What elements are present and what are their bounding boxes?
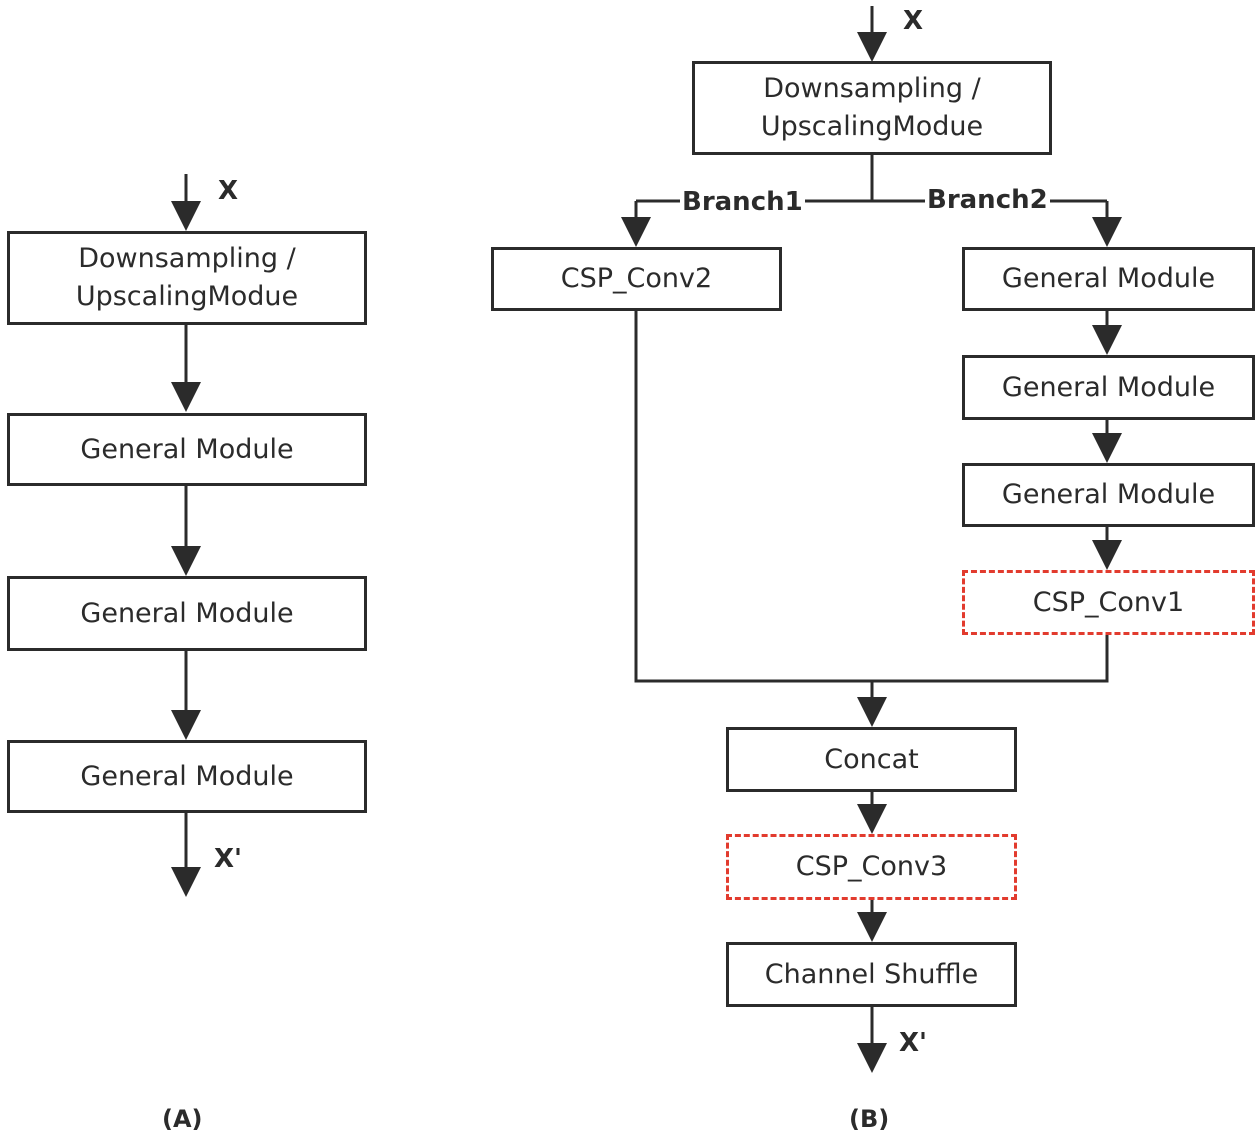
b-output-label: X' xyxy=(899,1028,928,1058)
b-csp-conv1-box: CSP_Conv1 xyxy=(962,570,1255,635)
b-concat-box: Concat xyxy=(726,727,1017,792)
a-output-label: X' xyxy=(214,844,243,874)
a-general-module-3: General Module xyxy=(7,740,367,813)
a-general-module-2: General Module xyxy=(7,576,367,651)
a-downsampling-line1: Downsampling / xyxy=(78,243,296,274)
a-downsampling-box: Downsampling / UpscalingModue xyxy=(7,231,367,325)
b-csp-conv3-box: CSP_Conv3 xyxy=(726,834,1017,900)
b-general-module-1: General Module xyxy=(962,247,1255,311)
b-branch1-label: Branch1 xyxy=(680,187,805,217)
b-caption: (B) xyxy=(849,1105,890,1133)
b-downsampling-line2: UpscalingModue xyxy=(760,111,984,142)
b-csp-conv2-box: CSP_Conv2 xyxy=(491,247,782,311)
b-channel-shuffle-box: Channel Shuffle xyxy=(726,942,1017,1007)
a-general-module-1: General Module xyxy=(7,413,367,486)
a-input-label: X xyxy=(218,176,239,206)
b-general-module-2: General Module xyxy=(962,355,1255,420)
a-caption: (A) xyxy=(162,1105,203,1133)
b-downsampling-box: Downsampling / UpscalingModue xyxy=(692,61,1052,155)
b-downsampling-line1: Downsampling / xyxy=(763,73,981,104)
b-general-module-3: General Module xyxy=(962,463,1255,527)
b-input-label: X xyxy=(903,6,924,36)
b-branch2-label: Branch2 xyxy=(925,185,1050,215)
a-downsampling-line2: UpscalingModue xyxy=(75,281,299,312)
